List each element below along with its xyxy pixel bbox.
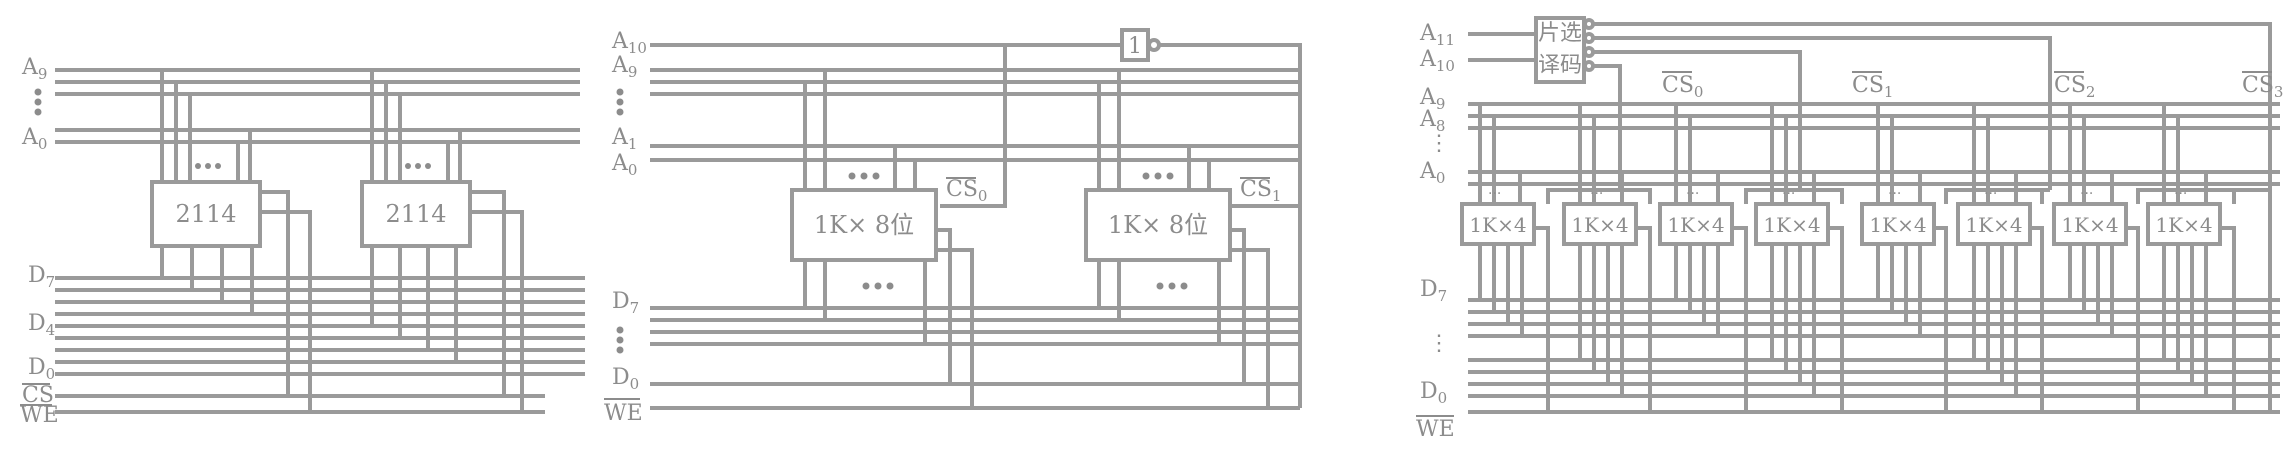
left-chip2-label: 2114 — [385, 200, 446, 228]
decoder-line2: 译码 — [1538, 53, 1582, 78]
right-a9-label: A9 — [1419, 85, 1445, 113]
right-cs0-label: CS0 — [1662, 73, 1703, 101]
svg-text:···: ··· — [1488, 186, 1501, 202]
middle-cs0-label: CS0 — [946, 177, 987, 205]
right-cs1-label: CS1 — [1852, 73, 1893, 101]
right-chip-group — [1460, 104, 2270, 412]
svg-text:···: ··· — [1984, 186, 1997, 202]
right-cs2-label: CS2 — [2054, 73, 2095, 101]
right-we-label: WE — [1416, 417, 1455, 442]
middle-d0-label: D0 — [612, 365, 639, 393]
right-chip-label: 1K×4 — [1667, 213, 1724, 237]
middle-a1-label: A1 — [611, 125, 637, 153]
middle-a10-label: A10 — [611, 29, 647, 57]
middle-we-label: WE — [604, 401, 643, 426]
middle-cs1-label: CS1 — [1240, 177, 1281, 205]
left-d0-label: D0 — [28, 355, 55, 383]
svg-text:···: ··· — [1590, 186, 1603, 202]
right-chip-label: 1K×4 — [1763, 213, 1820, 237]
right-a-ellipsis: ⋮ — [1428, 131, 1450, 156]
middle-chip2-label: 1K× 8位 — [1108, 211, 1208, 239]
right-chip-label: 1K×4 — [1469, 213, 1526, 237]
right-chip-label: 1K×4 — [1869, 213, 1926, 237]
svg-text:···: ··· — [1686, 186, 1699, 202]
left-a9-label: A9 — [21, 55, 47, 83]
right-a11-label: A11 — [1419, 21, 1455, 49]
left-diagram — [55, 68, 585, 414]
right-d0-label: D0 — [1420, 379, 1447, 407]
left-cs-label: CS — [22, 383, 54, 408]
inverter-label: 1 — [1128, 34, 1142, 59]
right-diagram — [1468, 16, 2280, 414]
svg-text:···: ··· — [1782, 186, 1795, 202]
right-chip-label: 1K×4 — [1965, 213, 2022, 237]
svg-text:···: ··· — [1888, 186, 1901, 202]
left-chip1-label: 2114 — [175, 200, 236, 228]
middle-diagram — [650, 28, 1302, 410]
ellipsis-dots — [34, 88, 1188, 354]
right-a0-label: A0 — [1419, 159, 1445, 187]
right-chip-ellipses: ··· ··· ··· ··· ··· ··· ··· ··· — [1488, 186, 2187, 202]
middle-chip1-label: 1K× 8位 — [814, 211, 914, 239]
svg-text:···: ··· — [2080, 186, 2093, 202]
middle-a0-label: A0 — [611, 151, 637, 179]
left-we-label: WE — [20, 403, 59, 428]
decoder-line1: 片选 — [1538, 21, 1582, 46]
right-a8-label: A8 — [1419, 107, 1445, 135]
right-a10-label: A10 — [1419, 47, 1455, 75]
right-cs3-label: CS3 — [2242, 73, 2283, 101]
right-d7-label: D7 — [1420, 277, 1447, 305]
right-chip-label: 1K×4 — [2155, 213, 2212, 237]
left-d7-label: D7 — [28, 263, 55, 291]
middle-a9-label: A9 — [611, 53, 637, 81]
left-d4-label: D4 — [28, 311, 55, 339]
right-chip-label: 1K×4 — [2061, 213, 2118, 237]
right-chip-label: 1K×4 — [1571, 213, 1628, 237]
middle-d7-label: D7 — [612, 289, 639, 317]
right-d-ellipsis: ⋮ — [1428, 331, 1450, 356]
left-a0-label: A0 — [21, 125, 47, 153]
svg-text:···: ··· — [2174, 186, 2187, 202]
